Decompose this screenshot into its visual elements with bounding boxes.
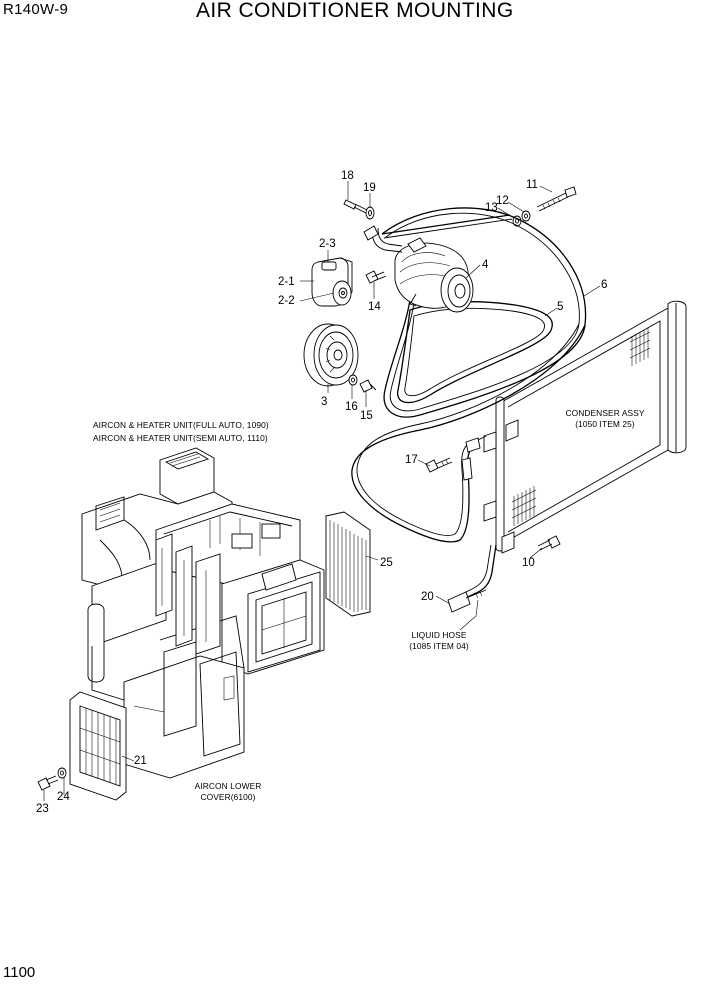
callout-3: 3: [321, 396, 327, 408]
lower-cover-note-line1: AIRCON LOWER: [195, 781, 262, 791]
liquid-hose-drawing: [447, 544, 497, 613]
callout-11: 11: [526, 179, 538, 191]
compressor-4-drawing: [394, 237, 474, 313]
callout-2-3: 2-3: [319, 238, 336, 250]
bolt-10-drawing: [537, 535, 561, 551]
callout-24: 24: [57, 791, 70, 803]
lower-cover-note-line2: COVER(6100): [200, 792, 255, 802]
page-number: 1100: [3, 964, 36, 981]
washer-12-drawing: [521, 210, 531, 222]
callout-23: 23: [36, 803, 49, 815]
callout-16: 16: [345, 401, 358, 413]
tensioner-assembly-drawing: [311, 257, 353, 307]
grille-21-drawing: [69, 691, 127, 801]
aircon-heater-unit-drawing: [81, 447, 325, 779]
callout-14: 14: [368, 301, 381, 313]
bolt-11-drawing: [536, 186, 577, 212]
aircon-unit-note-line2: AIRCON & HEATER UNIT(SEMI AUTO, 1110): [93, 433, 268, 443]
callout-10: 10: [522, 557, 535, 569]
aircon-unit-note-line1: AIRCON & HEATER UNIT(FULL AUTO, 1090): [93, 420, 269, 430]
liquid-hose-note-line2: (1085 ITEM 04): [409, 641, 469, 651]
bolt-18-drawing: [343, 199, 370, 215]
bolt-23-drawing: [37, 775, 59, 791]
callout-25: 25: [380, 557, 393, 569]
bolt-17-drawing: [425, 457, 453, 473]
liquid-hose-note-line1: LIQUID HOSE: [411, 630, 466, 640]
leader-lines: [43, 181, 601, 801]
callout-2-2: 2-2: [278, 295, 295, 307]
callout-6: 6: [601, 279, 607, 291]
bolt-15-drawing: [359, 379, 377, 393]
callout-17: 17: [405, 454, 418, 466]
belt-5-drawing: [397, 301, 553, 404]
callout-15: 15: [360, 410, 373, 422]
callout-12: 12: [496, 195, 509, 207]
callout-21: 21: [134, 755, 147, 767]
callout-4: 4: [482, 259, 489, 271]
belt-6-drawing: [381, 207, 587, 418]
condenser-drawing: [483, 300, 687, 554]
bolt-14-drawing: [365, 270, 387, 284]
pulley-3-drawing: [303, 323, 359, 387]
washer-24-drawing: [57, 767, 67, 779]
callout-2-1: 2-1: [278, 276, 295, 288]
refrigerant-hose-drawing: [351, 323, 586, 543]
callout-18: 18: [341, 170, 354, 182]
callout-19: 19: [363, 182, 376, 194]
condenser-note-line1: CONDENSER ASSY: [565, 408, 644, 418]
page-title: AIR CONDITIONER MOUNTING: [196, 0, 514, 22]
model-code: R140W-9: [3, 1, 69, 18]
filter-25-drawing: [325, 511, 371, 617]
washer-16-drawing: [348, 374, 358, 386]
condenser-note-line2: (1050 ITEM 25): [575, 419, 635, 429]
washer-19-drawing: [365, 206, 375, 220]
callout-13: 13: [485, 202, 498, 214]
callout-20: 20: [421, 591, 434, 603]
compressor-hose-drawing: [363, 214, 513, 253]
callout-5: 5: [557, 301, 563, 313]
